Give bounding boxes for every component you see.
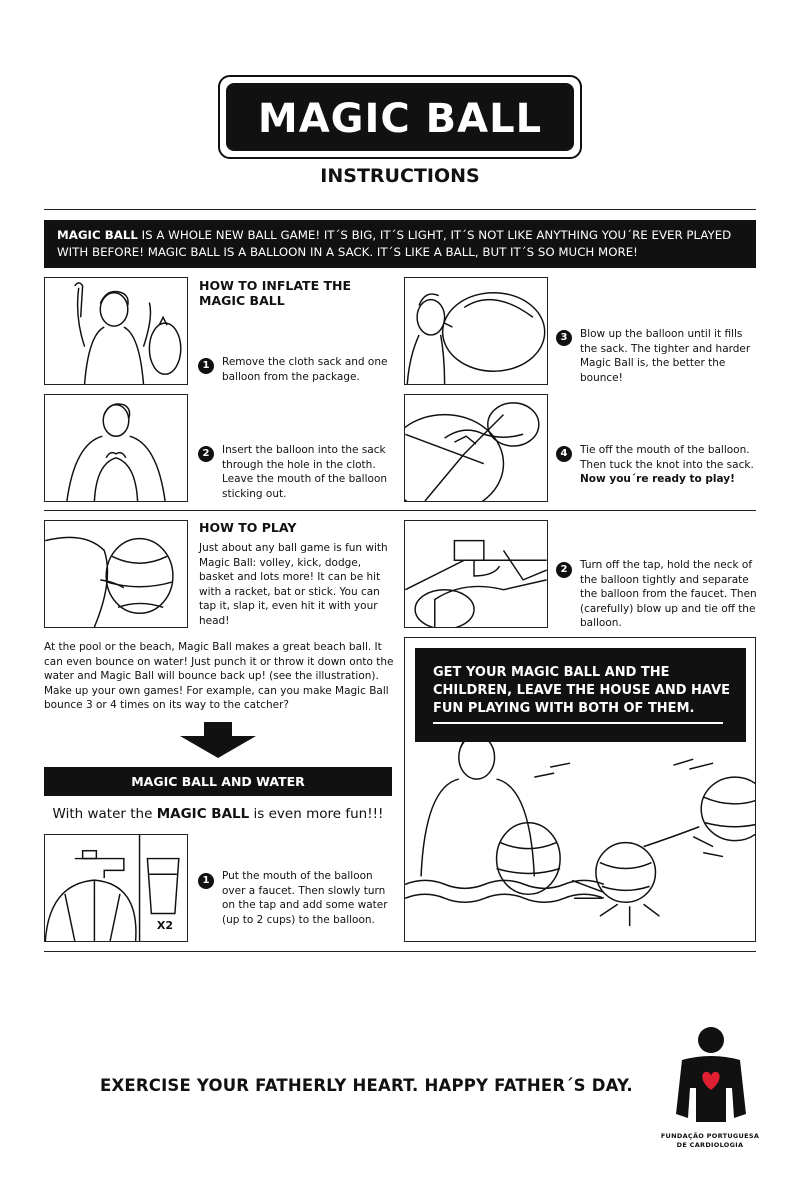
callout-frame: GET YOUR MAGIC BALL AND THE CHILDREN, LE…	[404, 637, 756, 942]
page-title: MAGIC BALL	[257, 96, 543, 142]
water-step-image-1: X2	[44, 834, 188, 942]
page-subtitle: INSTRUCTIONS	[320, 165, 480, 187]
heart-person-logo-icon	[676, 1027, 746, 1122]
fpc-logo	[668, 1026, 754, 1122]
water-step-text-2: Turn off the tap, hold the neck of the b…	[580, 559, 757, 629]
callout-banner	[415, 648, 746, 742]
intro-banner: MAGIC BALL IS A WHOLE NEW BALL GAME! IT´…	[44, 220, 756, 268]
inserting-balloon-illustration	[66, 403, 166, 501]
water-subtitle: With water the MAGIC BALL is even more f…	[44, 806, 392, 822]
top-rule	[44, 209, 756, 210]
water-step-text-1: Put the mouth of the balloon over a fauc…	[222, 870, 388, 926]
play-text: Just about any ball game is fun with Mag…	[199, 542, 388, 627]
water-step-number-1: 1	[198, 873, 214, 889]
logo-text-2: DE CARDIOLOGIA	[676, 1141, 744, 1149]
logo-text-1: FUNDAÇÃO PORTUGUESA	[660, 1132, 760, 1140]
step-number-3: 3	[556, 330, 572, 346]
callout-text: GET YOUR MAGIC BALL AND THE CHILDREN, LE…	[433, 665, 731, 716]
step-image-2	[44, 394, 188, 502]
footer-tagline: EXERCISE YOUR FATHERLY HEART. HAPPY FATH…	[100, 1076, 633, 1095]
step-text-4-bold: Now you´re ready to play!	[580, 473, 735, 485]
water-subtitle-pre: With water the	[52, 806, 157, 822]
pool-text: At the pool or the beach, Magic Ball mak…	[44, 641, 394, 711]
water-step-image-2	[404, 520, 548, 628]
step-text-2: Insert the balloon into the sack through…	[222, 444, 388, 500]
play-image	[44, 520, 188, 628]
down-arrow-icon	[180, 722, 256, 758]
step-text-3: Blow up the balloon until it fills the s…	[580, 328, 751, 384]
step-text-4-plain: Tie off the mouth of the balloon. Then t…	[580, 444, 754, 471]
step-number-1: 1	[198, 358, 214, 374]
inflate-heading: HOW TO INFLATE THE MAGIC BALL	[199, 278, 351, 308]
faucet-balloon-illustration	[405, 539, 547, 627]
step-image-3	[404, 277, 548, 385]
step-image-1	[44, 277, 188, 385]
holding-ball-illustration	[45, 536, 174, 627]
blowing-balloon-illustration	[406, 291, 546, 384]
play-heading: HOW TO PLAY	[199, 520, 297, 535]
person-holding-balloon-illustration	[74, 282, 182, 384]
water-banner: MAGIC BALL AND WATER	[44, 767, 392, 796]
tying-balloon-illustration	[405, 402, 540, 501]
faucet-and-cup-illustration	[45, 835, 180, 941]
bottom-rule	[44, 951, 756, 952]
title-box-inner	[226, 83, 574, 151]
intro-text: IS A WHOLE NEW BALL GAME! IT´S BIG, IT´S…	[57, 228, 732, 259]
water-step-number-2: 2	[556, 562, 572, 578]
title-box: MAGIC BALL	[218, 75, 582, 159]
step-number-2: 2	[198, 446, 214, 462]
step-text-1: Remove the cloth sack and one balloon fr…	[222, 356, 388, 383]
cup-label: X2	[156, 919, 174, 932]
step-image-4	[404, 394, 548, 502]
step-text-4: Tie off the mouth of the balloon. Then t…	[580, 443, 760, 487]
callout-underline	[433, 722, 723, 724]
mid-rule	[44, 510, 756, 511]
intro-bold: MAGIC BALL	[57, 228, 138, 242]
water-subtitle-post: is even more fun!!!	[249, 806, 384, 822]
step-number-4: 4	[556, 446, 572, 462]
water-subtitle-bold: MAGIC BALL	[156, 806, 250, 822]
